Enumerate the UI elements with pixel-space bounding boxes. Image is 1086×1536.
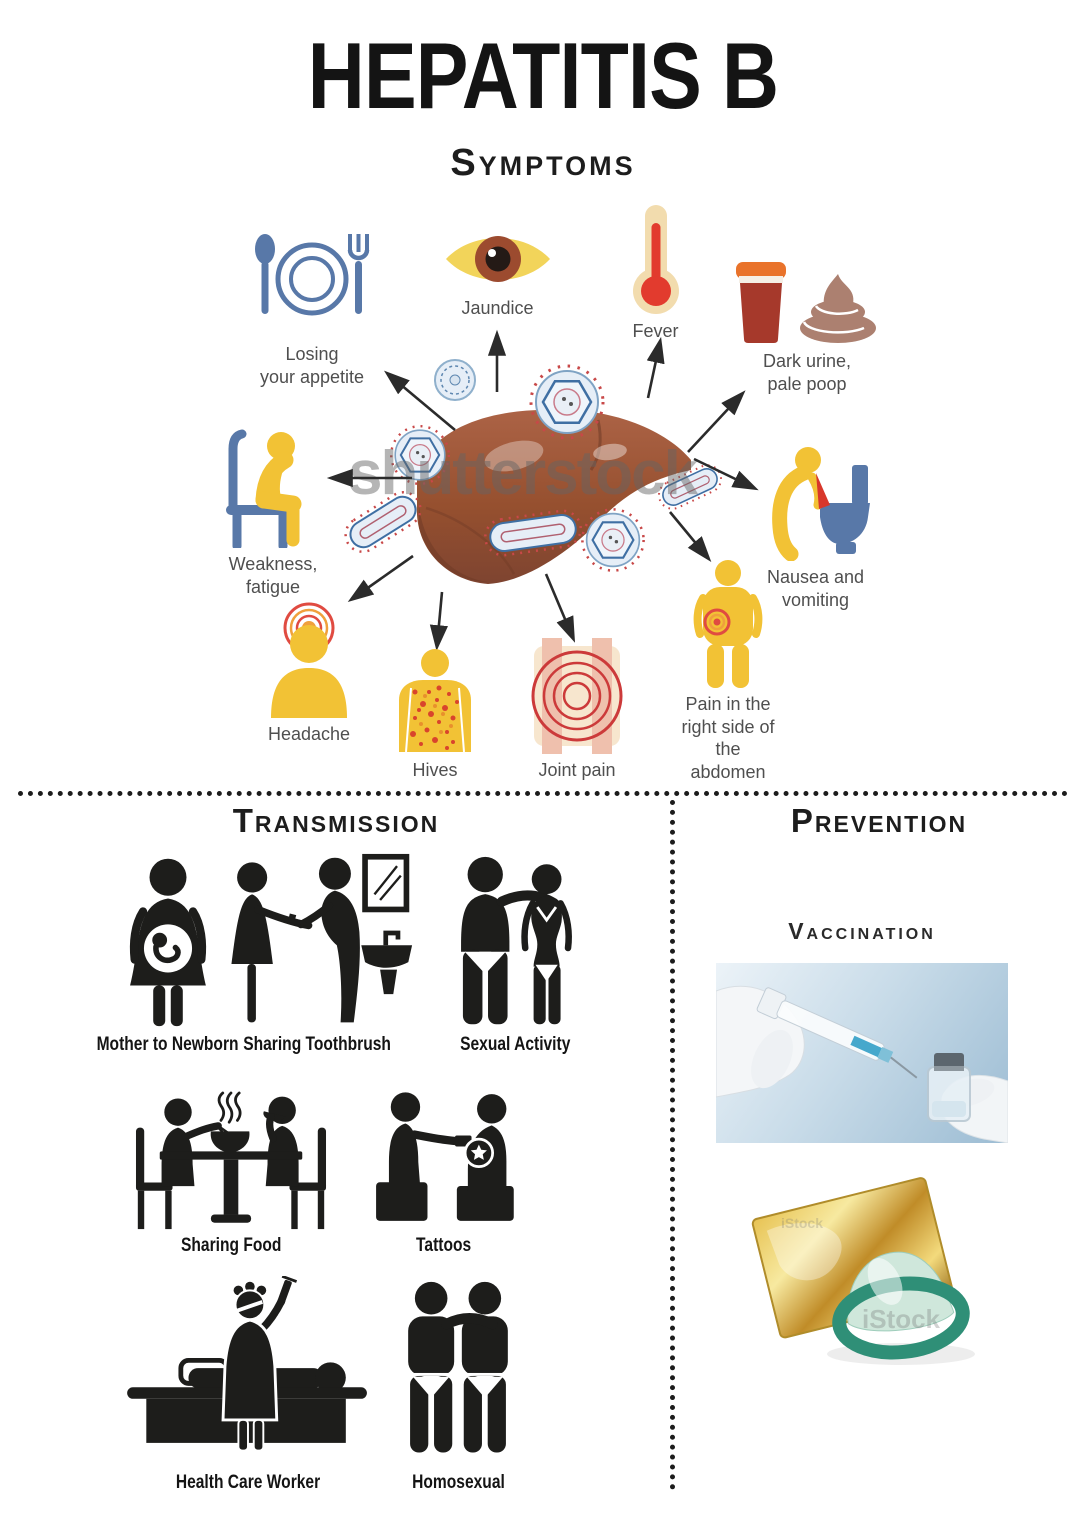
symptom-losing-appetite: Losing your appetite [232,228,392,388]
symptom-label: Hives [412,760,458,780]
page-title: HEPATITIS B [307,23,779,128]
transmission-label: Mother to Newborn [97,1034,239,1055]
symptom-label: Nausea and vomiting [766,567,865,610]
symptom-label: Headache [267,724,351,744]
tattooing-icon [376,1092,514,1221]
transmission-homosexual: Homosexual [390,1280,526,1494]
thermometer-icon [632,205,679,314]
symptom-headache: Headache [253,602,365,746]
istock-watermark: iStock [781,1215,823,1231]
syringe-vial-icon [716,985,1008,1143]
symptom-label: Pain in the right side of the abdomen [681,694,775,782]
prevention-heading: Prevention [790,802,968,839]
symptom-label: Jaundice [461,298,534,318]
abdominal-pain-person-icon [693,560,763,688]
condom-wrapper-icon: iStock iStock [751,1177,975,1365]
hives-person-icon [399,649,471,753]
condom-photo: iStock iStock [716,1158,1008,1393]
eye-icon [445,236,550,282]
vertical-dotted-divider [670,800,675,1490]
symptom-jaundice: Jaundice [430,226,565,320]
nurse-patient-icon [127,1276,367,1452]
man-woman-couple-icon [461,856,572,1025]
sharing-food-icon [135,1091,327,1230]
virus-icon [529,364,605,440]
virus-icon [484,509,582,557]
symptom-label: Joint pain [538,760,616,780]
symptom-label: Losing your appetite [259,344,365,387]
transmission-label: Tattoos [416,1235,472,1256]
symptom-dark-urine: Dark urine, pale poop [722,260,892,395]
transmission-label: Health Care Worker [175,1472,320,1493]
transmission-label: Homosexual [411,1472,505,1493]
symptom-abdomen-pain: Pain in the right side of the abdomen [678,560,778,783]
transmission-mother-to-newborn: Mother to Newborn [97,856,239,1056]
sharing-toothbrush-icon [230,853,412,1023]
pregnant-woman-icon [129,858,207,1027]
symptom-fever: Fever [613,203,698,343]
transmission-sharing-toothbrush: Sharing Toothbrush [215,853,420,1056]
istock-watermark: iStock [862,1304,941,1334]
symptom-weakness: Weakness, fatigue [213,420,333,598]
transmission-label: Sharing Food [180,1235,282,1256]
horizontal-dotted-divider [18,791,1068,796]
vaccination-heading: Vaccination [788,918,936,944]
transmission-heading: Transmission [232,802,440,839]
symptom-nausea: Nausea and vomiting [748,443,883,611]
transmission-health-care-worker: Health Care Worker [115,1276,380,1494]
cutlery-plate-icon [255,234,370,316]
virus-icon [434,359,476,401]
symptom-label: Dark urine, pale poop [762,351,852,394]
shutterstock-watermark: shutterstock [348,439,698,508]
symptom-joint-pain: Joint pain [518,638,636,782]
transmission-tattoos: Tattoos [356,1085,532,1257]
sitting-person-icon [226,429,302,548]
symptom-hives: Hives [383,648,487,782]
urine-cup-poop-icon [736,262,876,343]
joint-pain-icon [531,638,623,754]
transmission-label: Sharing Toothbrush [243,1034,392,1055]
symptoms-heading: Symptoms [450,142,636,184]
transmission-sexual-activity: Sexual Activity [440,855,590,1056]
vomiting-person-toilet-icon [771,447,870,561]
headache-person-icon [271,602,347,718]
transmission-sharing-food: Sharing Food [115,1082,347,1257]
symptom-label: Weakness, fatigue [228,554,318,597]
two-men-icon [408,1281,508,1453]
symptom-label: Fever [632,321,679,341]
transmission-label: Sexual Activity [459,1034,571,1055]
virus-icon [581,508,645,572]
vaccination-photo [716,963,1008,1143]
